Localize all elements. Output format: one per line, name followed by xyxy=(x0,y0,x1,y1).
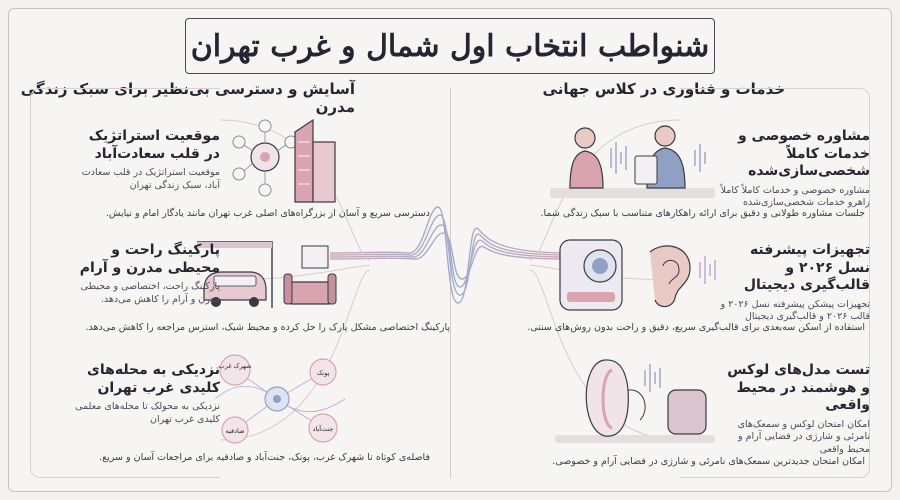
card-footer: استفاده از اسکن سه‌بعدی برای قالب‌گیری س… xyxy=(527,322,865,333)
card-subtitle: نزدیکی به محولک تا محله‌های معلمی کلیدی … xyxy=(75,401,220,425)
card-footer: پارکینگ اختصاصی مشکل پارک را حل کرده و م… xyxy=(85,322,451,333)
card-consultation: مشاوره خصوصی و خدمات کاملاً شخصی‌سازی‌شد… xyxy=(720,128,870,210)
right-section-heading: خدمات و فناوری در کلاس جهانی xyxy=(542,80,785,98)
soundwave-decoration xyxy=(330,206,570,304)
hearing-aid-illustration xyxy=(555,359,715,443)
parking-illustration xyxy=(197,241,337,308)
right-column-outline xyxy=(680,88,870,478)
card-footer: جلسات مشاوره طولانی و دقیق برای ارائه را… xyxy=(540,208,865,219)
card-subtitle: مشاوره خصوصی و خدمات کاملاً کاملاً زاهرو… xyxy=(720,184,870,209)
map-label-sadeghieh: صادقیه xyxy=(226,427,245,435)
card-parking: پارکینگ راحت و محیطی مدرن و آرام پارکینگ… xyxy=(70,242,220,307)
card-equipment: تجهیزات پیشرفته نسل ۲۰۲۶ و قالب‌گیری دیج… xyxy=(720,242,870,324)
location-building-illustration xyxy=(232,118,336,203)
title-banner: شنواطب انتخاب اول شمال و غرب تهران xyxy=(185,18,715,74)
card-location: موقعیت استراتژیک در قلب سعادت‌آباد موقعی… xyxy=(70,128,220,193)
card-subtitle: پارکینگ راحت، اختصاصی و محیطی مدرن و آرا… xyxy=(80,281,220,305)
card-title: پارکینگ راحت و محیطی مدرن و آرام xyxy=(79,242,220,276)
scanner-ear-illustration xyxy=(559,239,716,311)
card-subtitle: تجهیزات پیشکن پیشرفته نسل ۲۰۲۶ و قالب ۲۰… xyxy=(720,298,870,323)
left-column-outline xyxy=(30,88,220,478)
map-label-pounak: پونک xyxy=(317,369,330,377)
card-hearing-aid-test: تست مدل‌های لوکس و هوشمند در محیط واقعی … xyxy=(720,362,870,457)
card-title: نزدیکی به محله‌های کلیدی غرب تهران xyxy=(87,362,220,396)
card-footer: امکان امتحان جدیدترین سمعک‌های نامرئی و … xyxy=(552,456,865,467)
left-section-heading: آسایش و دسترسی بی‌نظیر برای سبک زندگی مد… xyxy=(20,80,355,116)
card-subtitle: امکان امتحان لوکس و سمعک‌های نامرئی و شا… xyxy=(737,418,870,456)
card-title: موقعیت استراتژیک در قلب سعادت‌آباد xyxy=(88,128,220,162)
card-title: مشاوره خصوصی و خدمات کاملاً شخصی‌سازی‌شد… xyxy=(737,128,870,179)
card-title: تست مدل‌های لوکس و هوشمند در محیط واقعی xyxy=(727,362,870,413)
card-subtitle: موقعیت استراتژیک در قلب سعادت آباد، سبک … xyxy=(81,167,220,191)
card-footer: فاصله‌ی کوتاه تا شهرک غرب، پونک، جنت‌آبا… xyxy=(99,452,430,463)
card-title: تجهیزات پیشرفته نسل ۲۰۲۶ و قالب‌گیری دیج… xyxy=(743,242,870,293)
consultation-illustration xyxy=(550,125,715,198)
card-footer: دسترسی سریع و آسان از بزرگراه‌های اصلی غ… xyxy=(105,208,430,219)
map-label-shahrak-gharb: شهرک غرب xyxy=(218,362,251,370)
map-label-jannatabad: جنت‌آباد xyxy=(313,424,334,433)
card-neighborhoods: نزدیکی به محله‌های کلیدی غرب تهران نزدیک… xyxy=(70,362,220,427)
page-title: شنواطب انتخاب اول شمال و غرب تهران xyxy=(190,28,710,64)
neighborhoods-map-illustration: شهرک غرب پونک صادقیه جنت‌آباد xyxy=(214,354,346,444)
